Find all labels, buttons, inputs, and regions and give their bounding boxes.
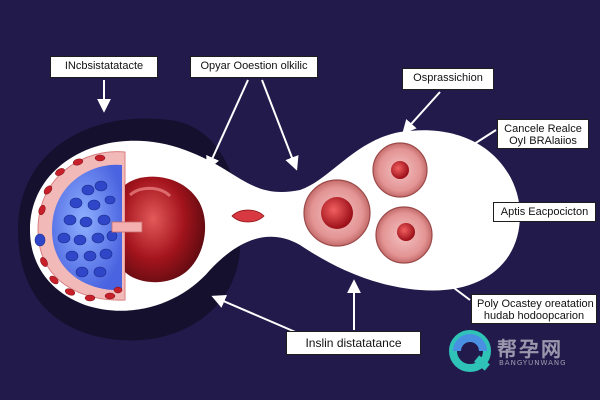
label-top-center: Opyar Ooestion olkilic	[190, 56, 318, 78]
label-bottom-right-line-1: Poly Ocastey oreatation	[477, 298, 594, 310]
label-right-upper-line-1: Cancele Realce	[504, 123, 582, 135]
label-top-center-text: Opyar Ooestion olkilic	[200, 60, 308, 72]
arrow-bottom-right	[427, 268, 471, 301]
watermark: 帮孕网 BANGYUNWANG	[445, 325, 595, 380]
label-right-upper-line-2: OyI BRAlaiios	[509, 135, 577, 147]
right-cell-top	[372, 142, 428, 198]
label-right-middle-text: Aptis Eacpocicton	[500, 206, 589, 218]
right-cell-left	[303, 179, 371, 247]
arrow-top-center-a	[206, 79, 249, 171]
small-red-mark	[231, 209, 265, 223]
blue-cell-cluster	[34, 180, 118, 278]
label-right-middle: Aptis Eacpocicton	[493, 202, 596, 222]
arrows	[97, 79, 497, 335]
large-red-body	[125, 176, 206, 283]
connector-bar	[111, 221, 143, 233]
label-bottom-right: Poly Ocastey oreatation hudab hodoopcari…	[471, 294, 597, 324]
label-top-left: INcbsistatatacte	[50, 56, 158, 78]
watermark-subtext: BANGYUNWANG	[499, 359, 567, 367]
red-body-highlight	[128, 186, 172, 198]
arrow-right-upper	[443, 129, 497, 164]
label-top-right: Osprassichion	[402, 68, 494, 90]
red-cell-cluster	[38, 154, 123, 302]
arrow-top-right	[402, 91, 441, 135]
watermark-text: 帮孕网	[497, 337, 563, 361]
label-top-left-text: INcbsistatatacte	[64, 60, 144, 72]
arrow-bottom-center-a	[211, 294, 301, 335]
label-top-right-text: Osprassichion	[413, 72, 483, 84]
arrow-top-center-b	[261, 79, 299, 171]
right-cell-bottom	[375, 206, 433, 264]
watermark-logo-icon	[449, 330, 491, 372]
label-right-upper: Cancele Realce OyI BRAlaiios	[497, 119, 589, 149]
label-bottom-right-line-2: hudab hodoopcarion	[483, 310, 585, 322]
label-bottom-center: Inslin distatatance	[286, 331, 421, 355]
label-bottom-center-text: Inslin distatatance	[305, 336, 402, 350]
